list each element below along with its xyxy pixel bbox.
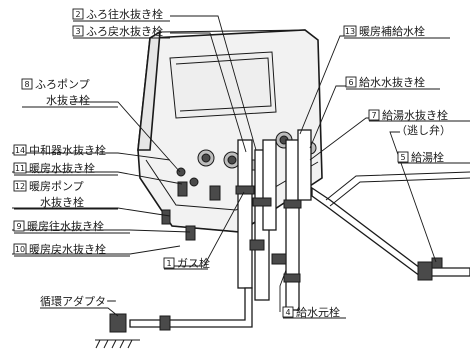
svg-text:ふろ戻水抜き栓: ふろ戻水抜き栓 [86, 24, 163, 38]
svg-text:14: 14 [15, 146, 25, 155]
svg-text:5: 5 [400, 153, 405, 162]
svg-text:暖房ポンプ: 暖房ポンプ [29, 180, 84, 193]
callout-8: 8 ふろポンプ 水抜き栓 [21, 78, 118, 108]
callout-14: 14 中和器水抜き栓 [13, 143, 106, 157]
svg-text:ガス栓: ガス栓 [177, 256, 210, 270]
callout-12: 12 暖房ポンプ 水抜き栓 [13, 180, 118, 210]
callout-11: 11 暖房水抜き栓 [13, 161, 118, 176]
svg-text:（逃し弁）: （逃し弁） [396, 123, 451, 137]
svg-text:給湯水抜き栓: 給湯水抜き栓 [382, 108, 448, 122]
svg-text:11: 11 [15, 164, 25, 173]
callout-2: 2 ふろ往水抜き栓 [72, 7, 170, 22]
callout-6: 6 給水水抜き栓 [345, 75, 440, 90]
callout-4: 4 給水元栓 [282, 305, 346, 319]
svg-text:暖房往水抜き栓: 暖房往水抜き栓 [27, 219, 104, 233]
pipes [95, 129, 470, 349]
svg-text:水抜き栓: 水抜き栓 [46, 93, 90, 107]
callout-7: 7 給湯水抜き栓 （逃し弁） [368, 108, 470, 137]
svg-text:10: 10 [15, 245, 25, 254]
svg-text:暖房水抜き栓: 暖房水抜き栓 [29, 161, 95, 175]
callout-10: 10 暖房戻水抜き栓 [13, 242, 130, 257]
svg-text:2: 2 [75, 10, 80, 19]
svg-text:1: 1 [166, 259, 171, 268]
svg-text:暖房補給水栓: 暖房補給水栓 [359, 24, 425, 38]
svg-text:暖房戻水抜き栓: 暖房戻水抜き栓 [29, 242, 106, 256]
svg-text:循環アダプター: 循環アダプター [40, 294, 117, 308]
svg-text:ふろポンプ: ふろポンプ [35, 78, 90, 91]
svg-text:9: 9 [16, 222, 21, 231]
svg-text:中和器水抜き栓: 中和器水抜き栓 [29, 143, 106, 157]
label-circulation-adapter: 循環アダプター [40, 294, 117, 309]
svg-text:給湯栓: 給湯栓 [411, 150, 444, 164]
svg-text:13: 13 [345, 27, 355, 36]
callout-13: 13 暖房補給水栓 [343, 24, 450, 39]
svg-text:給水水抜き栓: 給水水抜き栓 [359, 75, 425, 89]
svg-text:給水元栓: 給水元栓 [296, 305, 340, 319]
svg-text:12: 12 [15, 182, 25, 191]
svg-text:4: 4 [285, 308, 290, 317]
callout-1: 1 ガス栓 [163, 256, 210, 270]
svg-text:6: 6 [348, 78, 353, 87]
callout-3: 3 ふろ戻水抜き栓 [72, 24, 170, 39]
svg-text:水抜き栓: 水抜き栓 [40, 195, 84, 209]
svg-text:3: 3 [75, 27, 80, 36]
callout-9: 9 暖房往水抜き栓 [13, 219, 130, 234]
svg-text:7: 7 [371, 111, 376, 120]
svg-text:8: 8 [24, 80, 29, 89]
callout-5: 5 給湯栓 [397, 150, 470, 164]
svg-text:ふろ往水抜き栓: ふろ往水抜き栓 [86, 7, 163, 21]
